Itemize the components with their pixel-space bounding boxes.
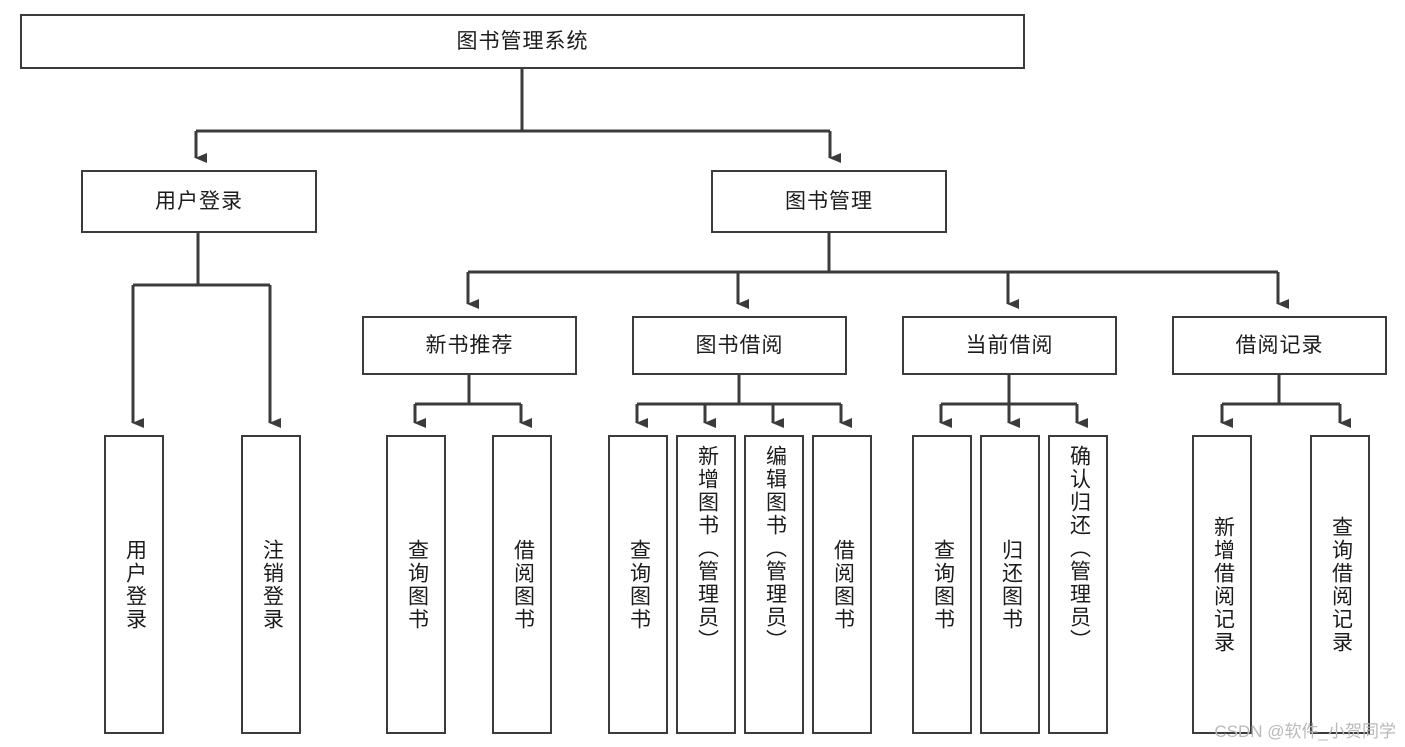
leaf-user-login[interactable]: 用户登录 [104, 435, 164, 734]
leaf-return-book[interactable]: 归还图书 [980, 435, 1040, 734]
node-current-borrow[interactable]: 当前借阅 [902, 316, 1117, 375]
watermark-text: CSDN @软件_小贺同学 [1214, 722, 1396, 741]
leaf-add-book-admin-label: 新增图书（管理员） [695, 445, 719, 652]
leaf-query-book-borrow[interactable]: 查询图书 [608, 435, 668, 734]
node-book-borrow[interactable]: 图书借阅 [632, 316, 847, 375]
node-borrow-records[interactable]: 借阅记录 [1172, 316, 1387, 375]
leaf-edit-book-admin[interactable]: 编辑图书（管理员） [744, 435, 804, 734]
node-user-login-label: 用户登录 [155, 190, 243, 213]
leaf-query-book-recommend[interactable]: 查询图书 [386, 435, 446, 734]
leaf-query-borrow-record[interactable]: 查询借阅记录 [1310, 435, 1370, 734]
leaf-add-book-admin[interactable]: 新增图书（管理员） [676, 435, 736, 734]
leaf-logout[interactable]: 注销登录 [241, 435, 301, 734]
leaf-query-book-current[interactable]: 查询图书 [912, 435, 972, 734]
node-new-book-recommend-label: 新书推荐 [425, 334, 514, 357]
node-root[interactable]: 图书管理系统 [20, 14, 1025, 69]
leaf-borrow-book-label: 借阅图书 [831, 538, 855, 631]
node-user-login[interactable]: 用户登录 [81, 170, 317, 233]
leaf-borrow-book[interactable]: 借阅图书 [812, 435, 872, 734]
leaf-add-borrow-record-label: 新增借阅记录 [1211, 515, 1235, 654]
node-book-management-label: 图书管理 [785, 190, 873, 213]
leaf-edit-book-admin-label: 编辑图书（管理员） [763, 445, 787, 652]
leaf-user-login-label: 用户登录 [123, 538, 147, 631]
leaf-return-book-label: 归还图书 [999, 538, 1023, 631]
leaf-logout-label: 注销登录 [260, 538, 284, 631]
leaf-borrow-book-recommend[interactable]: 借阅图书 [492, 435, 552, 734]
node-book-borrow-label: 图书借阅 [695, 334, 784, 357]
node-book-management[interactable]: 图书管理 [711, 170, 947, 233]
leaf-query-book-borrow-label: 查询图书 [627, 538, 651, 631]
leaf-borrow-book-recommend-label: 借阅图书 [511, 538, 535, 631]
leaf-confirm-return-admin[interactable]: 确认归还（管理员） [1048, 435, 1108, 734]
node-root-label: 图书管理系统 [456, 30, 589, 53]
leaf-query-borrow-record-label: 查询借阅记录 [1329, 515, 1353, 654]
node-borrow-records-label: 借阅记录 [1235, 334, 1324, 357]
leaf-add-borrow-record[interactable]: 新增借阅记录 [1192, 435, 1252, 734]
leaf-query-book-current-label: 查询图书 [931, 538, 955, 631]
leaf-query-book-recommend-label: 查询图书 [405, 538, 429, 631]
node-current-borrow-label: 当前借阅 [965, 334, 1054, 357]
node-new-book-recommend[interactable]: 新书推荐 [362, 316, 577, 375]
leaf-confirm-return-admin-label: 确认归还（管理员） [1067, 445, 1091, 652]
